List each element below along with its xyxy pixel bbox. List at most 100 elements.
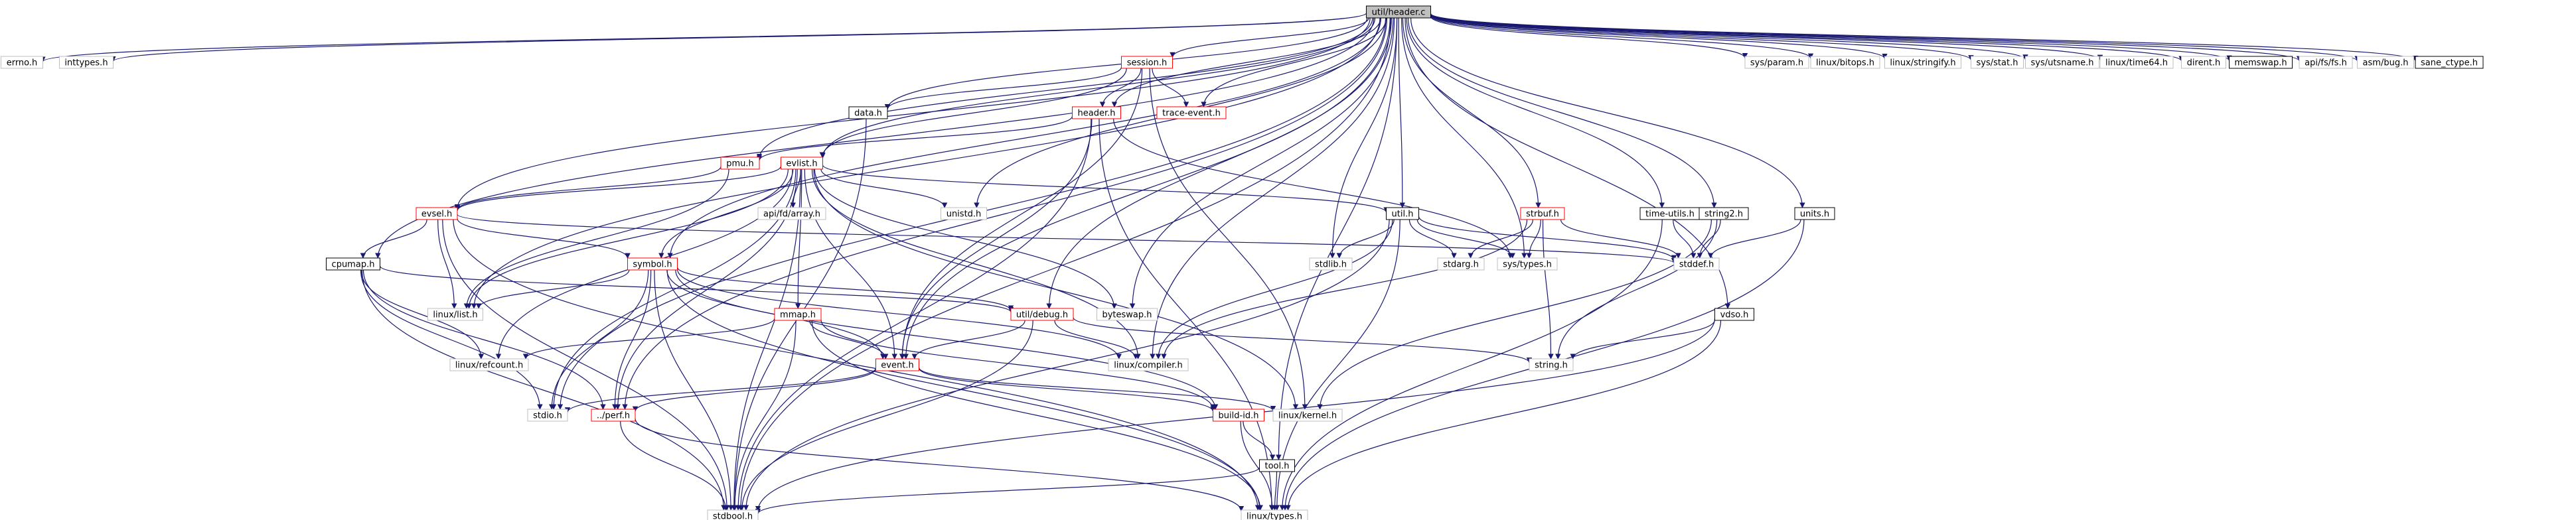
node-cpumap[interactable]: cpumap.h [326, 257, 380, 271]
node-tool[interactable]: tool.h [1259, 459, 1295, 472]
node-label: vdso.h [1720, 310, 1749, 320]
node-sys-utsname: sys/utsname.h [2025, 56, 2099, 69]
node-event[interactable]: event.h [875, 358, 919, 371]
edge-time_utils-to-linux_types [1279, 219, 1663, 511]
node-units[interactable]: units.h [1794, 207, 1835, 220]
node-api-fd-array: api/fd/array.h [757, 207, 826, 220]
edge-pmu-to-linux_list [463, 168, 729, 309]
edge-string2-to-linux_kernel [1317, 219, 1712, 410]
node-label: asm/bug.h [2363, 58, 2409, 68]
edges-layer [40, 13, 2418, 515]
node-byteswap: byteswap.h [1097, 308, 1158, 321]
node-header[interactable]: header.h [1072, 106, 1121, 119]
node-stdbool: stdbool.h [707, 509, 759, 520]
node-box [2357, 56, 2414, 69]
edge-evsel-to-linux_types [453, 219, 1261, 511]
edge-header-to-stdbool [735, 118, 1092, 511]
node-box [2181, 56, 2226, 69]
node-string2[interactable]: string2.h [1699, 207, 1749, 220]
node-box [781, 157, 823, 170]
node-pmu[interactable]: pmu.h [720, 157, 760, 170]
edge-root-to-stdbool [737, 17, 1391, 511]
edge-header-to-linux_types [1099, 118, 1275, 511]
edge-evlist-to-linux_list [466, 168, 789, 309]
node-box [1714, 308, 1754, 321]
node-dirent: dirent.h [2181, 56, 2226, 69]
node-root[interactable]: util/header.c [1366, 5, 1431, 19]
node-build-id[interactable]: build-id.h [1213, 409, 1264, 422]
node-box [326, 257, 380, 271]
edge-root-to-inttypes [110, 13, 1367, 62]
edge-root-to-sane_ctype [1430, 13, 2418, 62]
node-session[interactable]: session.h [1121, 56, 1173, 69]
edge-vdso-to-string [1570, 319, 1716, 359]
edge-evlist-to-evsel [454, 166, 782, 212]
node-label: sys/param.h [1750, 58, 1803, 68]
node-label: inttypes.h [64, 58, 108, 68]
node-strbuf[interactable]: strbuf.h [1520, 207, 1565, 220]
node-label: tool.h [1265, 462, 1290, 472]
edge-util_debug-to-linux_compiler [1054, 320, 1139, 359]
node-trace-event[interactable]: trace-event.h [1156, 106, 1227, 119]
node-inttypes: inttypes.h [59, 56, 114, 69]
edge-tool-to-linux_types [1272, 471, 1278, 511]
edge-mmap-to-linux_refcount [522, 318, 775, 359]
node-box [1010, 308, 1074, 321]
edge-root-to-util_debug [1046, 17, 1392, 309]
edge-evlist-to-symbol [658, 168, 794, 259]
node-vdso[interactable]: vdso.h [1714, 308, 1754, 321]
node-data[interactable]: data.h [848, 106, 888, 119]
edge-root-to-tool [1276, 17, 1398, 460]
node-label: data.h [854, 109, 882, 119]
node-label: session.h [1127, 58, 1168, 68]
node-box [1529, 358, 1574, 371]
node-label: stdarg.h [1443, 260, 1479, 270]
node-util-h[interactable]: util.h [1386, 207, 1419, 220]
edge-evlist-to-util_h [822, 164, 1389, 213]
edge-util_h-to-stddef [1418, 216, 1677, 261]
edge-root-to-memswap [1430, 13, 2232, 62]
edge-evlist-to-stdbool [731, 168, 801, 511]
node-sane-ctype[interactable]: sane_ctype.h [2415, 56, 2484, 69]
node-box [774, 308, 822, 321]
node-label: util.h [1392, 210, 1414, 220]
node-symbol[interactable]: symbol.h [627, 257, 678, 271]
edge-strbuf-to-sys_types [1526, 219, 1541, 259]
node-box [1971, 56, 2024, 69]
node-evsel[interactable]: evsel.h [416, 207, 458, 220]
node-mmap[interactable]: mmap.h [774, 308, 822, 321]
edge-evlist-to-stdio [550, 168, 796, 410]
node-box [2299, 56, 2353, 69]
edge-root-to-symbol [667, 17, 1381, 259]
node-box [1520, 207, 1565, 220]
edge-root-to-errno [40, 13, 1367, 62]
node-util-debug[interactable]: util/debug.h [1010, 308, 1074, 321]
edge-util_debug-to-string [1073, 317, 1533, 363]
node-time-utils[interactable]: time-utils.h [1639, 207, 1701, 220]
edge-build_id-to-linux_types [1240, 421, 1275, 511]
node-box [1121, 56, 1173, 69]
node-box [591, 409, 636, 422]
node-box [2025, 56, 2099, 69]
node-label: dirent.h [2187, 58, 2221, 68]
node-label: string.h [1535, 361, 1568, 371]
node-perf[interactable]: ../perf.h [591, 409, 636, 422]
edge-util_h-to-linux_types [1274, 219, 1401, 511]
edge-header-to-event [899, 118, 1093, 359]
edge-root-to-linux_list [471, 17, 1381, 309]
edge-symbol-to-util_debug [676, 267, 1014, 311]
node-evlist[interactable]: evlist.h [781, 157, 823, 170]
edge-session-to-event [899, 68, 1143, 359]
edge-evsel-to-stddef [457, 214, 1677, 264]
node-box [1309, 257, 1353, 271]
edge-evlist-to-event [804, 168, 897, 359]
node-box [1272, 409, 1343, 422]
node-memswap[interactable]: memswap.h [2229, 56, 2293, 69]
edge-root-to-event [903, 17, 1391, 359]
node-box [1744, 56, 1809, 69]
node-label: byteswap.h [1102, 310, 1152, 320]
edge-mmap-to-linux_types [811, 320, 1263, 511]
node-label: sys/utsname.h [2031, 58, 2094, 68]
edge-header-to-sys_types [1113, 118, 1513, 259]
